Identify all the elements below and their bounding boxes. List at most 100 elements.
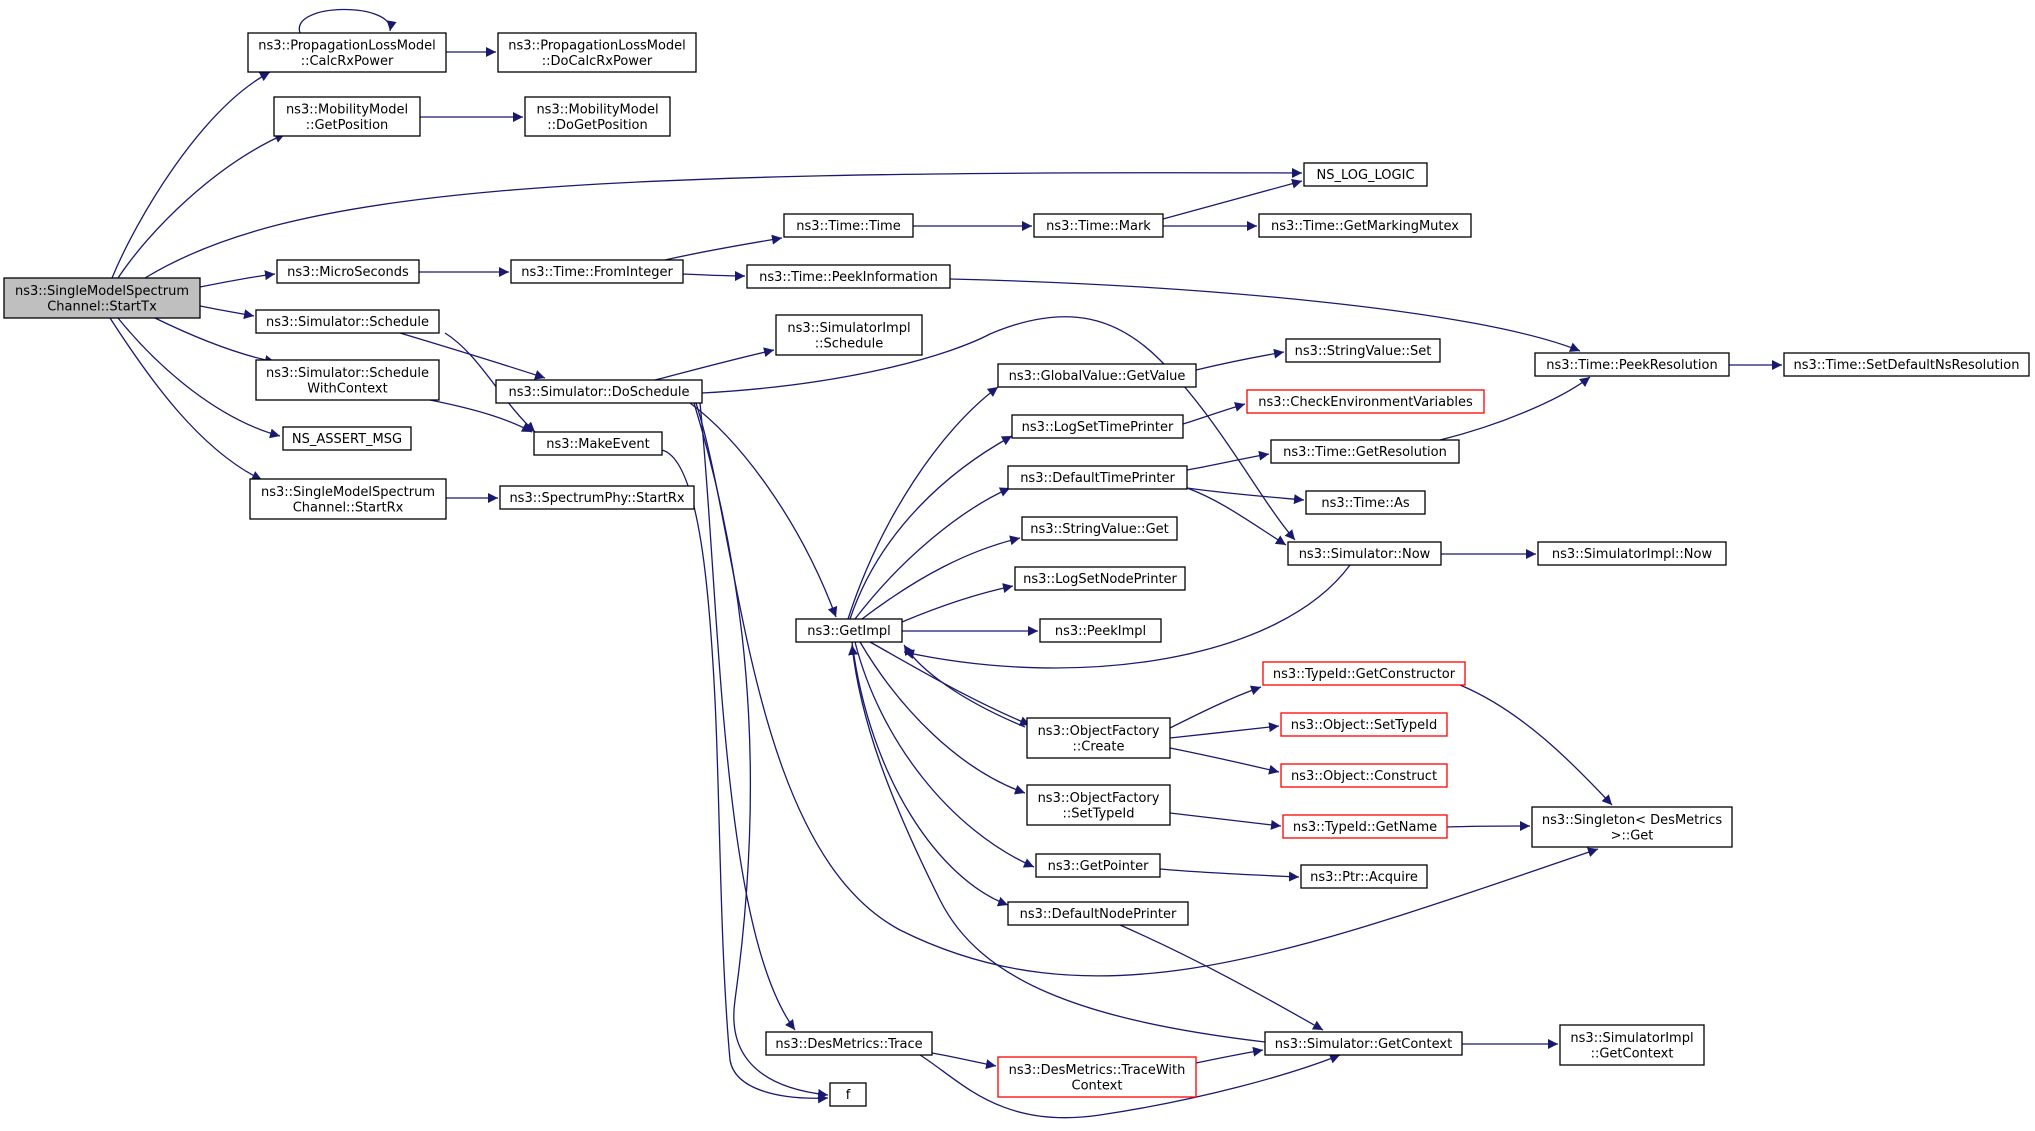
node-label: ns3::Singleton< DesMetrics xyxy=(1542,813,1723,828)
node-object-factory-set-type-id[interactable]: ns3::ObjectFactory::SetTypeId xyxy=(1026,784,1171,826)
node-label: ns3::CheckEnvironmentVariables xyxy=(1258,395,1473,410)
edge-object-factory-set-type-id-to-type-id-get-name xyxy=(1169,812,1282,830)
node-label: ::SetTypeId xyxy=(1062,806,1134,821)
node-string-value-get[interactable]: ns3::StringValue::Get xyxy=(1021,516,1178,541)
node-label: ns3::Time::GetMarkingMutex xyxy=(1271,219,1459,234)
node-type-id-get-name[interactable]: ns3::TypeId::GetName xyxy=(1282,814,1448,839)
edge-default-time-printer-to-simulator-now xyxy=(1186,487,1287,546)
edge-get-impl-to-log-set-node-printer xyxy=(901,583,1014,623)
edge-get-impl-to-get-pointer xyxy=(854,641,1035,868)
edge-get-constructor-to-singleton-get xyxy=(1459,684,1613,806)
node-label: ns3::Ptr::Acquire xyxy=(1310,870,1418,885)
edge-do-schedule-to-des-metrics-trace xyxy=(699,402,796,1031)
node-ns-log-logic[interactable]: NS_LOG_LOGIC xyxy=(1303,162,1428,187)
node-default-node-printer[interactable]: ns3::DefaultNodePrinter xyxy=(1007,901,1189,926)
node-do-get-position[interactable]: ns3::MobilityModel::DoGetPosition xyxy=(524,96,671,137)
node-get-impl[interactable]: ns3::GetImpl xyxy=(795,618,903,643)
node-do-calc-rx-power[interactable]: ns3::PropagationLossModel::DoCalcRxPower xyxy=(497,32,697,73)
edge-calc-rx-power-to-calc-rx-power xyxy=(298,8,397,34)
node-label: ns3::LogSetTimePrinter xyxy=(1022,420,1174,435)
node-label: ns3::TypeId::GetName xyxy=(1293,820,1437,835)
edge-trace-with-context-to-simulator-get-context xyxy=(1195,1046,1264,1064)
node-label: ns3::SimulatorImpl xyxy=(1570,1031,1693,1046)
node-simimpl-now[interactable]: ns3::SimulatorImpl::Now xyxy=(1537,541,1727,566)
node-global-value-get-value[interactable]: ns3::GlobalValue::GetValue xyxy=(997,363,1197,388)
node-label: ns3::DefaultTimePrinter xyxy=(1020,471,1175,486)
node-time-time[interactable]: ns3::Time::Time xyxy=(783,213,914,238)
edge-simulator-now-to-get-impl xyxy=(903,564,1351,669)
node-string-value-set[interactable]: ns3::StringValue::Set xyxy=(1285,338,1441,363)
node-label: ::DoCalcRxPower xyxy=(542,54,653,69)
node-object-factory-create[interactable]: ns3::ObjectFactory::Create xyxy=(1026,717,1171,759)
node-label: ns3::MobilityModel xyxy=(286,102,408,117)
edge-object-factory-create-to-object-set-type-id xyxy=(1169,722,1280,739)
node-log-set-time-printer[interactable]: ns3::LogSetTimePrinter xyxy=(1011,414,1184,439)
node-micro-seconds[interactable]: ns3::MicroSeconds xyxy=(276,259,420,284)
edge-get-impl-to-default-time-printer xyxy=(854,487,1011,620)
node-get-pointer[interactable]: ns3::GetPointer xyxy=(1035,853,1161,878)
node-time-mark[interactable]: ns3::Time::Mark xyxy=(1033,213,1164,238)
edge-make-event-to-spectrum-phy-start-rx xyxy=(661,449,829,1104)
node-label: ns3::GetPointer xyxy=(1048,859,1149,874)
node-label: ::GetPosition xyxy=(306,118,389,133)
node-ptr-acquire[interactable]: ns3::Ptr::Acquire xyxy=(1300,864,1428,889)
edge-sim-schedule-to-do-schedule xyxy=(399,332,546,380)
node-from-integer[interactable]: ns3::Time::FromInteger xyxy=(510,259,684,284)
node-spectrum-phy-start-rx[interactable]: ns3::SpectrumPhy::StartRx xyxy=(499,485,695,510)
edge-object-factory-create-to-get-impl xyxy=(903,644,1026,728)
edge-get-impl-to-object-factory-create xyxy=(869,641,1031,726)
node-object-construct[interactable]: ns3::Object::Construct xyxy=(1280,763,1448,788)
node-label: ns3::PropagationLossModel xyxy=(258,38,436,53)
node-singleton-get[interactable]: ns3::Singleton< DesMetrics>::Get xyxy=(1531,806,1733,848)
node-label: ns3::Time::SetDefaultNsResolution xyxy=(1794,358,2020,373)
node-default-time-printer[interactable]: ns3::DefaultTimePrinter xyxy=(1007,465,1188,490)
edge-start-tx-to-ns-log-logic xyxy=(144,167,1303,279)
edge-schedule-with-context-to-make-event xyxy=(429,399,533,433)
edge-start-tx-to-schedule-with-context xyxy=(154,317,276,365)
edge-start-tx-to-ns-assert-msg xyxy=(117,317,281,439)
node-label: ns3::StringValue::Set xyxy=(1295,344,1432,359)
node-label: ns3::Simulator::Now xyxy=(1299,547,1431,562)
node-label: Context xyxy=(1072,1078,1123,1093)
node-peek-resolution[interactable]: ns3::Time::PeekResolution xyxy=(1534,352,1730,377)
node-time-as[interactable]: ns3::Time::As xyxy=(1305,490,1426,515)
node-f[interactable]: f xyxy=(829,1082,867,1107)
node-label: ns3::Time::Mark xyxy=(1046,219,1151,234)
node-get-marking-mutex[interactable]: ns3::Time::GetMarkingMutex xyxy=(1258,213,1472,238)
node-calc-rx-power[interactable]: ns3::PropagationLossModel::CalcRxPower xyxy=(247,32,447,73)
node-log-set-node-printer[interactable]: ns3::LogSetNodePrinter xyxy=(1014,566,1186,591)
node-do-schedule[interactable]: ns3::Simulator::DoSchedule xyxy=(495,379,703,404)
node-set-default-ns-resolution[interactable]: ns3::Time::SetDefaultNsResolution xyxy=(1783,352,2030,377)
node-get-constructor[interactable]: ns3::TypeId::GetConstructor xyxy=(1262,661,1466,686)
node-label: ns3::SimulatorImpl::Now xyxy=(1552,547,1713,562)
node-label: ::DoGetPosition xyxy=(547,118,648,133)
node-simulator-get-context[interactable]: ns3::Simulator::GetContext xyxy=(1264,1031,1463,1056)
node-make-event[interactable]: ns3::MakeEvent xyxy=(533,431,663,456)
node-check-env-vars[interactable]: ns3::CheckEnvironmentVariables xyxy=(1246,389,1485,414)
node-peek-impl[interactable]: ns3::PeekImpl xyxy=(1039,618,1162,643)
edge-object-factory-create-to-get-constructor xyxy=(1169,685,1262,729)
node-ns-assert-msg[interactable]: NS_ASSERT_MSG xyxy=(282,426,412,451)
node-get-resolution[interactable]: ns3::Time::GetResolution xyxy=(1270,439,1460,464)
node-label: ns3::SingleModelSpectrum xyxy=(15,284,189,299)
edge-start-tx-to-start-rx-channel xyxy=(109,317,263,481)
node-object-set-type-id[interactable]: ns3::Object::SetTypeId xyxy=(1280,712,1448,737)
node-get-position[interactable]: ns3::MobilityModel::GetPosition xyxy=(273,96,421,137)
node-sim-schedule[interactable]: ns3::Simulator::Schedule xyxy=(255,309,440,334)
node-simulator-now[interactable]: ns3::Simulator::Now xyxy=(1287,541,1442,566)
node-label: ::CalcRxPower xyxy=(301,54,394,69)
node-label: ns3::GetImpl xyxy=(807,624,891,639)
node-des-metrics-trace[interactable]: ns3::DesMetrics::Trace xyxy=(765,1031,933,1056)
edge-from-integer-to-peek-information xyxy=(682,270,746,281)
node-label: ns3::MakeEvent xyxy=(546,437,650,452)
node-peek-information[interactable]: ns3::Time::PeekInformation xyxy=(746,264,951,289)
edge-start-tx-to-calc-rx-power xyxy=(111,71,271,279)
node-simimpl-get-context[interactable]: ns3::SimulatorImpl::GetContext xyxy=(1559,1024,1705,1066)
node-simimpl-schedule[interactable]: ns3::SimulatorImpl::Schedule xyxy=(775,314,923,356)
edge-do-schedule-to-simulator-now xyxy=(701,316,1296,541)
node-label: ns3::Simulator::DoSchedule xyxy=(508,385,689,400)
